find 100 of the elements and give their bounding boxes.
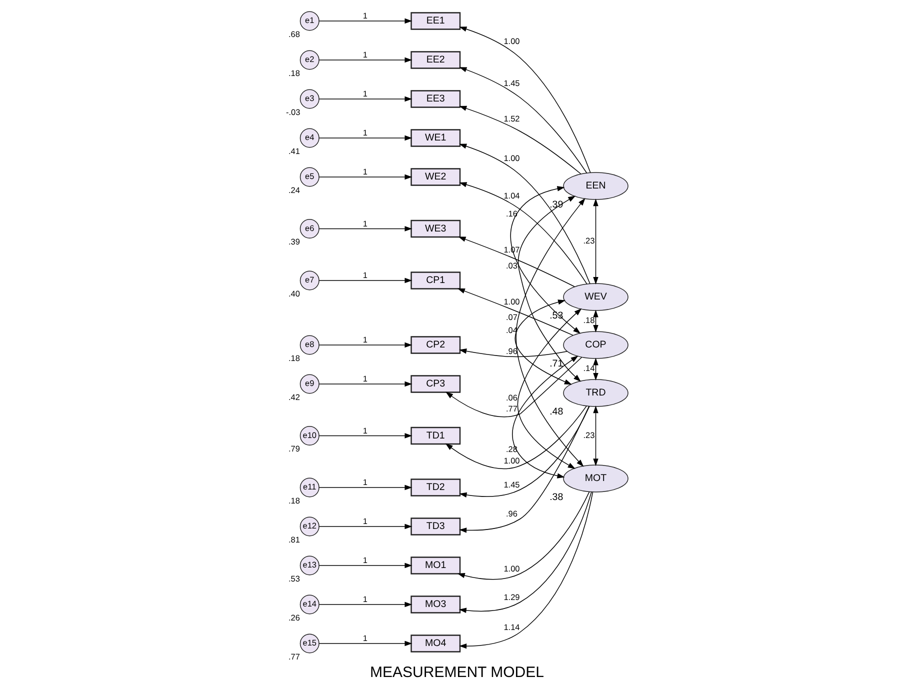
arrow [458, 406, 590, 498]
arrow [510, 186, 580, 334]
edge-label: .77 [506, 404, 517, 414]
node-box: EE1 [410, 12, 460, 30]
node-box: MO3 [410, 596, 460, 614]
edge-label: 1 [362, 12, 367, 21]
node-box: EE2 [410, 51, 460, 69]
arrow [458, 492, 593, 649]
arrow [318, 640, 412, 646]
arrow [318, 433, 412, 438]
node-circle: e9 [299, 374, 319, 394]
edge-label: 1 [362, 168, 367, 177]
edge-label: 1.00 [503, 564, 520, 574]
edge-label: 1.52 [503, 114, 520, 124]
node-circle: e12 [299, 516, 319, 536]
arrow [512, 356, 578, 478]
arrow [514, 300, 572, 385]
edge-label: .18 [582, 316, 594, 326]
node-box: CP2 [410, 336, 460, 354]
edge-label: 1 [362, 634, 367, 644]
arrow [318, 562, 412, 568]
arrow [318, 484, 412, 490]
node-box: CP1 [410, 272, 460, 290]
edge-label: 1 [362, 219, 367, 228]
node-label: .48 [549, 406, 563, 418]
arrow [458, 144, 590, 284]
edge-label: 1 [362, 478, 367, 488]
arrow [445, 356, 582, 418]
node-ellipse: WEV [562, 283, 628, 311]
arrow [456, 288, 573, 336]
node-circle: e11 [299, 478, 319, 498]
arrow [318, 342, 412, 348]
node-box: TD1 [410, 426, 460, 445]
arrow [592, 406, 598, 466]
node-label: -.03 [286, 108, 300, 117]
arrow [318, 18, 412, 24]
edge-label: 1.00 [503, 456, 520, 466]
edge-label: .28 [506, 445, 517, 454]
node-label: .53 [288, 574, 300, 584]
arrow [318, 278, 412, 284]
arrow [318, 524, 412, 530]
node-ellipse: MOT [562, 464, 628, 492]
edge-label: 1.29 [503, 592, 520, 602]
arrow [318, 96, 412, 102]
edge-label: 1.14 [503, 622, 520, 632]
edge-label: 1.45 [503, 79, 520, 88]
node-label: .42 [288, 392, 300, 402]
edge-label: 1 [362, 426, 367, 436]
arrow [318, 602, 412, 608]
edge-label: .07 [506, 313, 517, 322]
edge-label: .23 [582, 236, 594, 246]
edge-label: 1 [362, 517, 367, 526]
edge-label: 1.00 [503, 37, 520, 46]
edge-label: 1 [362, 50, 367, 60]
edge-label: .23 [582, 430, 594, 440]
arrow [318, 174, 412, 180]
node-circle: e5 [299, 167, 319, 187]
node-label: .71 [549, 358, 563, 370]
node-box: CP3 [410, 375, 460, 393]
node-label: .79 [288, 444, 300, 454]
node-box: WE2 [410, 168, 460, 186]
node-label: .38 [549, 492, 563, 503]
edge-label: .96 [506, 346, 517, 356]
arrow [444, 406, 586, 470]
node-circle: e7 [299, 270, 319, 290]
node-circle: e8 [299, 335, 319, 355]
arrow [592, 198, 598, 285]
node-circle: e15 [299, 634, 319, 654]
arrow [458, 348, 568, 358]
arrow [517, 196, 580, 382]
arrow [318, 57, 412, 63]
node-circle: e1 [299, 11, 319, 31]
node-circle: e14 [299, 594, 319, 614]
node-label: .41 [288, 146, 300, 156]
node-box: MO4 [410, 634, 460, 652]
edge-label: 1 [362, 556, 367, 566]
node-circle: e13 [299, 556, 319, 576]
caption: MEASUREMENT MODEL [370, 664, 544, 681]
node-box: TD3 [410, 518, 460, 536]
node-circle: e2 [299, 50, 319, 70]
arrow [458, 492, 592, 614]
edge-label: 1.00 [503, 297, 520, 306]
arrow [458, 182, 587, 284]
edge-label: 1 [362, 336, 367, 345]
node-label: .39 [288, 238, 300, 247]
node-box: EE3 [410, 90, 460, 108]
node-ellipse: EEN [562, 172, 628, 200]
arrow [515, 198, 585, 467]
node-label: .40 [288, 289, 300, 298]
edge-label: .06 [506, 393, 517, 402]
node-label: .81 [288, 535, 300, 544]
edge-label: 1 [362, 271, 367, 280]
edge-label: 1.04 [503, 192, 520, 201]
arrow [318, 135, 412, 141]
arrow [458, 67, 587, 174]
node-label: .77 [288, 652, 300, 662]
node-circle: e4 [299, 128, 319, 148]
edge-label: 1 [362, 128, 367, 138]
arrow [458, 106, 581, 174]
node-label: .18 [288, 68, 300, 78]
